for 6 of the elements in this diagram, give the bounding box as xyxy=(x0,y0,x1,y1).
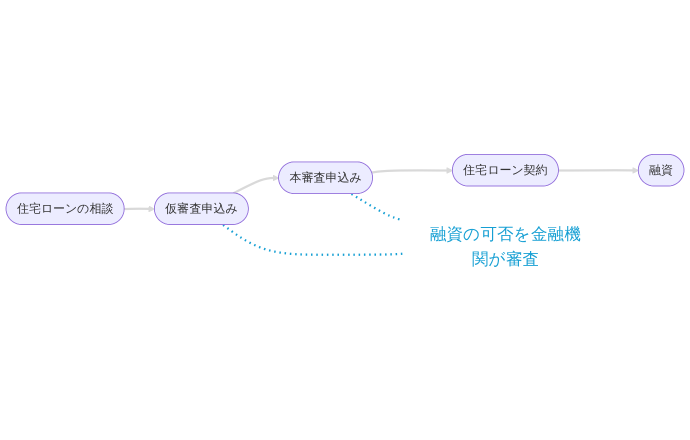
connector xyxy=(222,224,403,256)
arrow xyxy=(372,167,454,174)
arrow xyxy=(232,174,280,194)
arrow xyxy=(558,167,639,174)
node-text: 融資の可否を金融機関が審査 xyxy=(430,225,581,270)
arrow xyxy=(124,206,156,212)
